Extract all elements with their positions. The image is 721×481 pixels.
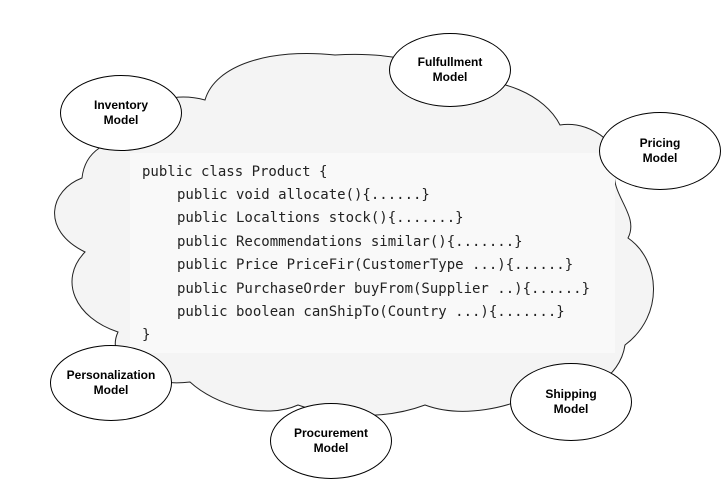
fulfillment-model-label: Fulfullment Model: [417, 55, 483, 84]
inventory-model-label: Inventory Model: [93, 98, 148, 127]
shipping-model-bubble: Shipping Model: [510, 363, 632, 441]
personalization-model-bubble: Personalization Model: [50, 345, 172, 421]
code-method-stock: public Localtions stock(){.......}: [177, 210, 464, 226]
code-class-header: public class Product {: [142, 164, 328, 180]
product-class-code: public class Product { public void alloc…: [130, 153, 615, 353]
procurement-model-label: Procurement Model: [293, 426, 369, 455]
pricing-model-bubble: Pricing Model: [599, 112, 721, 190]
code-method-buy-from: public PurchaseOrder buyFrom(Supplier ..…: [177, 281, 591, 297]
shipping-model-label: Shipping Model: [545, 387, 597, 416]
code-method-allocate: public void allocate(){......}: [177, 187, 430, 203]
personalization-model-label: Personalization Model: [66, 368, 156, 397]
code-class-footer: }: [142, 327, 151, 343]
code-method-price: public Price PriceFir(CustomerType ...){…: [177, 257, 574, 273]
fulfillment-model-bubble: Fulfullment Model: [389, 33, 511, 107]
procurement-model-bubble: Procurement Model: [270, 403, 392, 479]
pricing-model-label: Pricing Model: [639, 136, 681, 165]
inventory-model-bubble: Inventory Model: [60, 75, 182, 151]
code-method-similar: public Recommendations similar(){.......…: [177, 234, 523, 250]
code-method-can-ship-to: public boolean canShipTo(Country ...){..…: [177, 304, 565, 320]
